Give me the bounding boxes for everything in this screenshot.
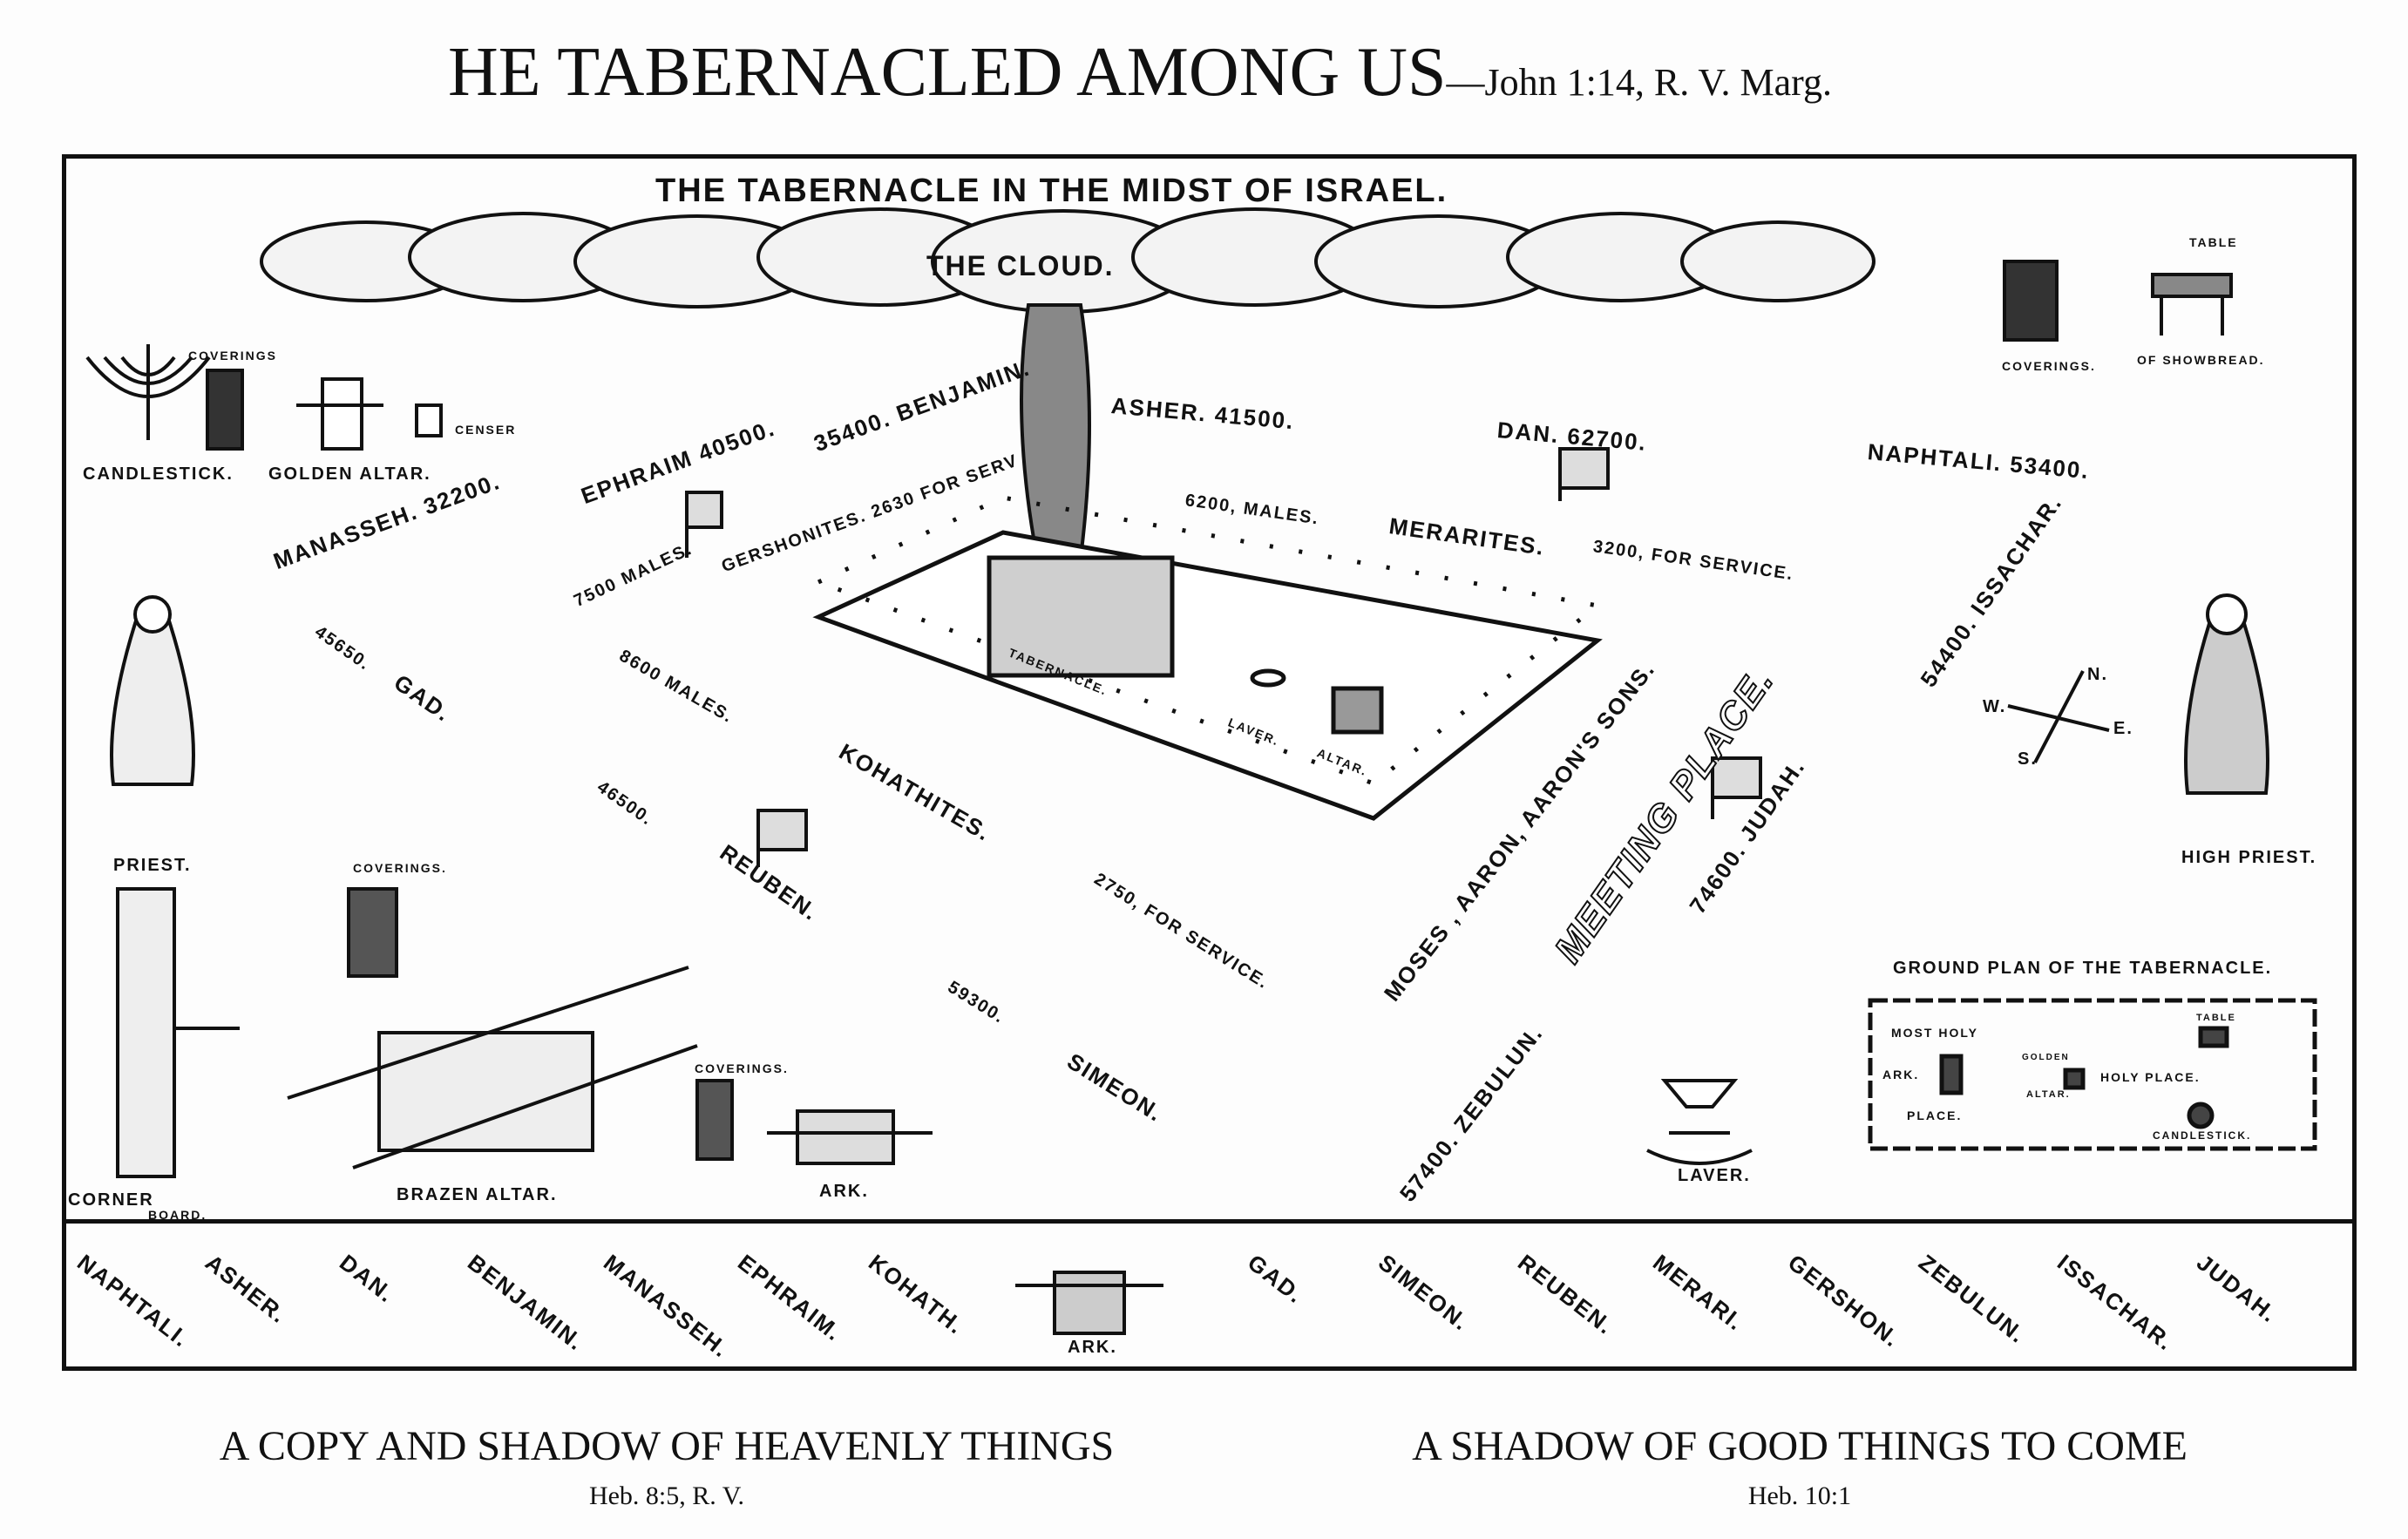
compass-north: N. <box>2087 665 2108 684</box>
compass-west: W. <box>1983 697 2007 716</box>
golden-altar-label: GOLDEN ALTAR. <box>268 464 431 484</box>
ground-plan-icon <box>1868 998 2317 1151</box>
flag-icons <box>685 447 1762 867</box>
plan-place: PLACE. <box>1907 1108 1963 1122</box>
showbread-label: OF SHOWBREAD. <box>2137 353 2265 367</box>
compass-icon <box>2007 670 2110 763</box>
plan-table: TABLE <box>2196 1013 2236 1023</box>
plan-candlestick: CANDLESTICK. <box>2153 1129 2252 1142</box>
censer-label: CENSER <box>455 423 517 437</box>
table-label: TABLE <box>2189 235 2238 249</box>
cloud-label: THE CLOUD. <box>926 250 1115 281</box>
coverings-label: COVERINGS. <box>695 1061 789 1075</box>
title-text: HE TABERNACLED AMONG US <box>448 34 1447 111</box>
march-item: ARK. <box>1068 1338 1117 1357</box>
page-title: HE TABERNACLED AMONG US—John 1:14, R. V.… <box>448 33 1832 112</box>
plan-holy-place: HOLY PLACE. <box>2100 1070 2201 1084</box>
laver-label: LAVER. <box>1678 1166 1751 1185</box>
board-label: BOARD. <box>148 1208 207 1222</box>
brazen-altar-label: BRAZEN ALTAR. <box>397 1185 558 1204</box>
diagram-frame <box>62 154 2357 1371</box>
right-reference: Heb. 10:1 <box>1747 1481 1852 1510</box>
compass-south: S. <box>2018 749 2038 769</box>
corner-label: CORNER <box>68 1190 154 1210</box>
left-caption: A COPY AND SHADOW OF HEAVENLY THINGS <box>219 1423 1115 1469</box>
strip-divider <box>62 1219 2357 1224</box>
ground-plan-title: GROUND PLAN OF THE TABERNACLE. <box>1893 959 2273 978</box>
coverings-label: COVERINGS. <box>353 861 447 875</box>
coverings-label: COVERINGS <box>188 349 278 363</box>
candlestick-label: CANDLESTICK. <box>83 464 234 484</box>
compass-east: E. <box>2113 719 2133 738</box>
high-priest-label: HIGH PRIEST. <box>2181 848 2317 867</box>
coverings-label: COVERINGS. <box>2002 359 2096 373</box>
diagram-title: THE TABERNACLE IN THE MIDST OF ISRAEL. <box>655 173 1448 209</box>
plan-most-holy: MOST HOLY <box>1891 1026 1978 1040</box>
cloud-icon <box>260 207 1876 559</box>
plan-altar: ALTAR. <box>2026 1089 2071 1100</box>
ark-label: ARK. <box>819 1182 869 1201</box>
plan-ark: ARK. <box>1882 1068 1920 1081</box>
tabernacle-court-icon <box>812 495 1603 821</box>
title-reference: —John 1:14, R. V. Marg. <box>1446 61 1833 104</box>
priest-label: PRIEST. <box>113 856 192 875</box>
plan-golden: GOLDEN <box>2022 1053 2070 1062</box>
right-caption: A SHADOW OF GOOD THINGS TO COME <box>1412 1423 2188 1469</box>
left-reference: Heb. 8:5, R. V. <box>588 1481 745 1510</box>
furniture-icons <box>85 260 2269 1335</box>
